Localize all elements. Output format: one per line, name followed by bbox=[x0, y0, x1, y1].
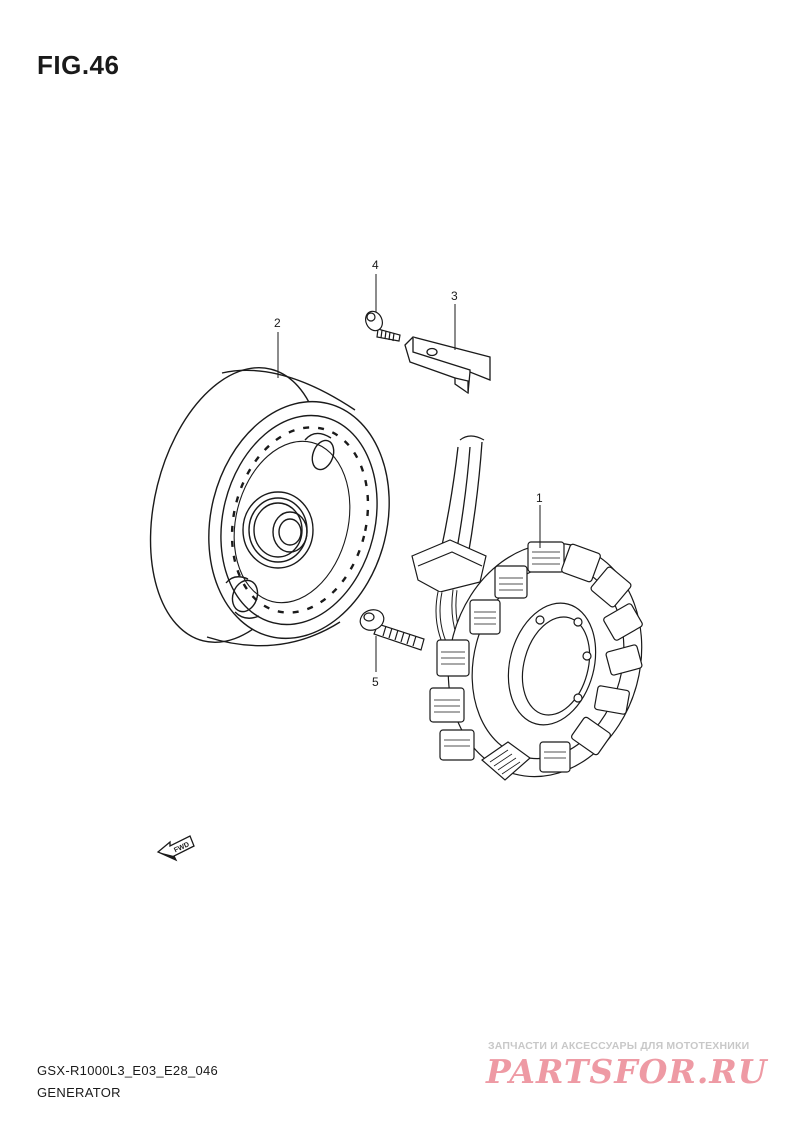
callout-3: 3 bbox=[451, 289, 458, 303]
callout-4: 4 bbox=[372, 258, 379, 272]
rotor-drawing bbox=[149, 367, 390, 647]
callout-5: 5 bbox=[372, 675, 379, 689]
callout-2: 2 bbox=[274, 316, 281, 330]
watermark-logo: PARTSFOR.RU bbox=[486, 1052, 768, 1091]
section-name: GENERATOR bbox=[37, 1085, 121, 1100]
fwd-arrow-icon: FWD bbox=[156, 835, 195, 862]
bracket-drawing bbox=[404, 336, 491, 395]
model-code: GSX-R1000L3_E03_E28_046 bbox=[37, 1063, 219, 1078]
callout-1: 1 bbox=[536, 491, 543, 505]
bolt-4-drawing bbox=[365, 310, 401, 342]
stator-drawing bbox=[411, 435, 643, 781]
bolt-5-drawing bbox=[359, 609, 425, 651]
watermark-tagline: ЗАПЧАСТИ И АКСЕССУАРЫ ДЛЯ МОТОТЕХНИКИ bbox=[488, 1040, 750, 1052]
callout-leaders bbox=[277, 274, 541, 672]
figure-title: FIG.46 bbox=[37, 50, 120, 80]
